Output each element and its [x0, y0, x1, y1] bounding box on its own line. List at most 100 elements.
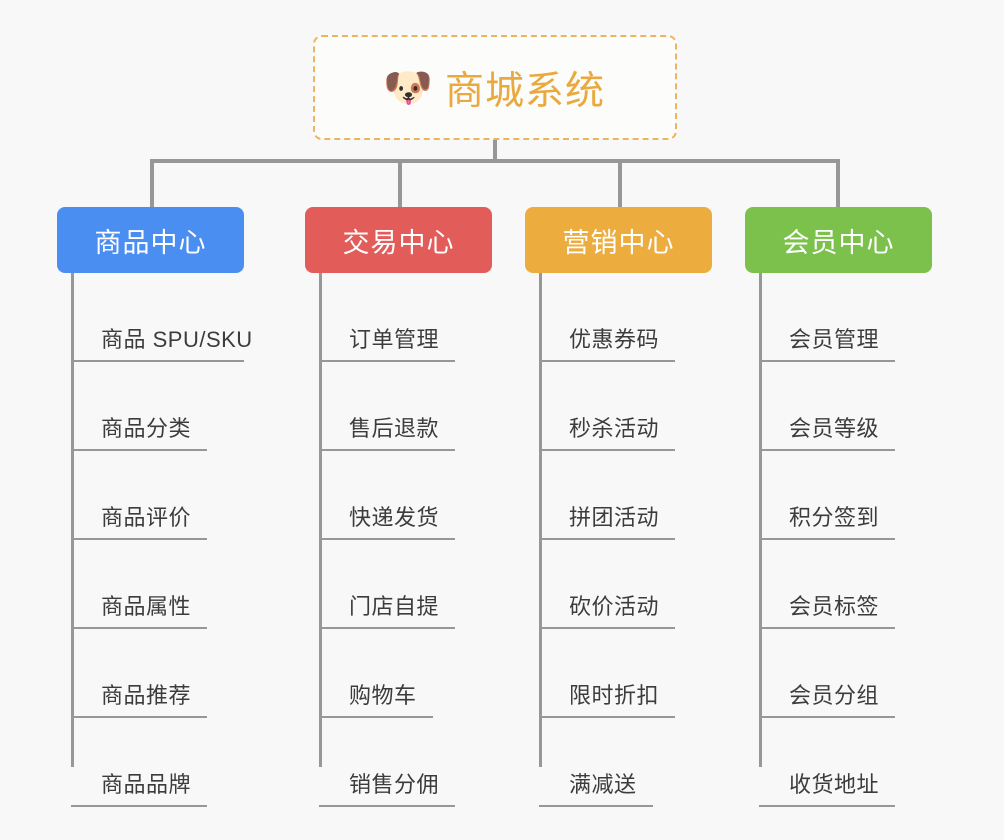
leaf-item-label: 售后退款 — [349, 416, 440, 441]
leaf-item[interactable]: 砍价活动 — [539, 540, 712, 629]
leaf-item-underline: 订单管理 — [319, 322, 456, 362]
leaf-group-2: 订单管理售后退款快递发货门店自提购物车销售分佣 — [319, 273, 492, 807]
leaf-item-underline: 商品 SPU/SKU — [71, 322, 252, 362]
leaf-item-label: 商品分类 — [101, 416, 192, 441]
leaf-item[interactable]: 拼团活动 — [539, 451, 712, 540]
leaf-item-underline: 商品推荐 — [71, 678, 208, 718]
leaf-item-label: 商品 SPU/SKU — [101, 327, 253, 352]
leaf-item[interactable]: 售后退款 — [319, 362, 492, 451]
category-column-2: 交易中心订单管理售后退款快递发货门店自提购物车销售分佣 — [305, 207, 492, 807]
leaf-item-label: 会员等级 — [789, 416, 880, 441]
leaf-item-label: 会员分组 — [789, 683, 880, 708]
leaf-item[interactable]: 限时折扣 — [539, 629, 712, 718]
leaf-item-underline: 售后退款 — [319, 411, 456, 451]
leaf-item-label: 购物车 — [349, 683, 417, 708]
dog-face-icon: 🐶 — [383, 65, 433, 110]
connector-leaf-spine — [71, 273, 74, 767]
leaf-item[interactable]: 商品品牌 — [71, 718, 244, 807]
connector-drop-3 — [618, 159, 622, 207]
leaf-item-label: 收货地址 — [789, 772, 880, 797]
leaf-item-underline: 优惠券码 — [539, 322, 676, 362]
leaf-item-label: 会员标签 — [789, 594, 880, 619]
leaf-item-underline: 门店自提 — [319, 589, 456, 629]
category-column-1: 商品中心商品 SPU/SKU 商品分类商品评价商品属性商品推荐商品品牌 — [57, 207, 252, 807]
leaf-item-underline: 满减送 — [539, 767, 653, 807]
leaf-item-underline: 会员分组 — [759, 678, 896, 718]
leaf-item[interactable]: 购物车 — [319, 629, 492, 718]
leaf-item-underline: 会员标签 — [759, 589, 896, 629]
category-label: 会员中心 — [782, 227, 895, 258]
leaf-item-underline: 商品品牌 — [71, 767, 208, 807]
leaf-item-underline: 销售分佣 — [319, 767, 456, 807]
category-box-2[interactable]: 交易中心 — [305, 207, 492, 273]
leaf-group-1: 商品 SPU/SKU 商品分类商品评价商品属性商品推荐商品品牌 — [71, 273, 252, 807]
leaf-item-label: 会员管理 — [789, 327, 880, 352]
category-label: 商品中心 — [94, 227, 207, 258]
leaf-item-underline: 快递发货 — [319, 500, 456, 540]
connector-leaf-spine — [539, 273, 542, 767]
leaf-item-label: 商品属性 — [101, 594, 192, 619]
leaf-item[interactable]: 门店自提 — [319, 540, 492, 629]
category-column-4: 会员中心会员管理会员等级积分签到会员标签会员分组收货地址 — [745, 207, 932, 807]
leaf-item-label: 商品推荐 — [101, 683, 192, 708]
connector-drop-1 — [150, 159, 154, 207]
leaf-item[interactable]: 秒杀活动 — [539, 362, 712, 451]
leaf-item[interactable]: 快递发货 — [319, 451, 492, 540]
leaf-item-label: 销售分佣 — [349, 772, 440, 797]
leaf-item[interactable]: 优惠券码 — [539, 273, 712, 362]
category-label: 营销中心 — [562, 227, 675, 258]
leaf-item[interactable]: 商品评价 — [71, 451, 244, 540]
leaf-item[interactable]: 会员分组 — [759, 629, 932, 718]
category-box-3[interactable]: 营销中心 — [525, 207, 712, 273]
leaf-item-underline: 积分签到 — [759, 500, 896, 540]
leaf-item-label: 拼团活动 — [569, 505, 660, 530]
leaf-item[interactable]: 商品 SPU/SKU — [71, 273, 252, 362]
category-column-3: 营销中心优惠券码秒杀活动拼团活动砍价活动限时折扣满减送 — [525, 207, 712, 807]
connector-leaf-spine — [319, 273, 322, 767]
leaf-item-label: 秒杀活动 — [569, 416, 660, 441]
leaf-item-label: 限时折扣 — [569, 683, 660, 708]
leaf-item-underline: 秒杀活动 — [539, 411, 676, 451]
connector-root-vertical — [493, 140, 497, 163]
leaf-item[interactable]: 会员管理 — [759, 273, 932, 362]
leaf-item[interactable]: 订单管理 — [319, 273, 492, 362]
leaf-item-underline: 商品属性 — [71, 589, 208, 629]
leaf-item[interactable]: 满减送 — [539, 718, 712, 807]
leaf-item-underline: 拼团活动 — [539, 500, 676, 540]
leaf-item-underline: 购物车 — [319, 678, 433, 718]
leaf-item-label: 门店自提 — [349, 594, 440, 619]
connector-horizontal-bus — [150, 159, 840, 163]
leaf-group-4: 会员管理会员等级积分签到会员标签会员分组收货地址 — [759, 273, 932, 807]
leaf-item[interactable]: 会员等级 — [759, 362, 932, 451]
leaf-item-label: 商品评价 — [101, 505, 192, 530]
leaf-item[interactable]: 积分签到 — [759, 451, 932, 540]
leaf-item-underline: 收货地址 — [759, 767, 896, 807]
leaf-item-label: 快递发货 — [349, 505, 440, 530]
leaf-item-underline: 会员管理 — [759, 322, 896, 362]
category-box-1[interactable]: 商品中心 — [57, 207, 244, 273]
connector-leaf-spine — [759, 273, 762, 767]
leaf-item[interactable]: 商品推荐 — [71, 629, 244, 718]
leaf-item[interactable]: 商品分类 — [71, 362, 244, 451]
category-label: 交易中心 — [342, 227, 455, 258]
root-node-mall-system[interactable]: 🐶 商城系统 — [313, 35, 677, 140]
leaf-group-3: 优惠券码秒杀活动拼团活动砍价活动限时折扣满减送 — [539, 273, 712, 807]
leaf-item-label: 订单管理 — [349, 327, 440, 352]
leaf-item[interactable]: 商品属性 — [71, 540, 244, 629]
leaf-item-underline: 会员等级 — [759, 411, 896, 451]
root-node-title: 商城系统 — [444, 69, 605, 113]
leaf-item-underline: 砍价活动 — [539, 589, 676, 629]
leaf-item-underline: 商品分类 — [71, 411, 208, 451]
leaf-item-label: 商品品牌 — [101, 772, 192, 797]
leaf-item-label: 满减送 — [569, 772, 637, 797]
connector-drop-4 — [836, 159, 840, 207]
leaf-item[interactable]: 收货地址 — [759, 718, 932, 807]
leaf-item-underline: 商品评价 — [71, 500, 208, 540]
leaf-item-underline: 限时折扣 — [539, 678, 676, 718]
leaf-item-label: 砍价活动 — [569, 594, 660, 619]
category-box-4[interactable]: 会员中心 — [745, 207, 932, 273]
leaf-item[interactable]: 销售分佣 — [319, 718, 492, 807]
leaf-item[interactable]: 会员标签 — [759, 540, 932, 629]
leaf-item-label: 优惠券码 — [569, 327, 660, 352]
